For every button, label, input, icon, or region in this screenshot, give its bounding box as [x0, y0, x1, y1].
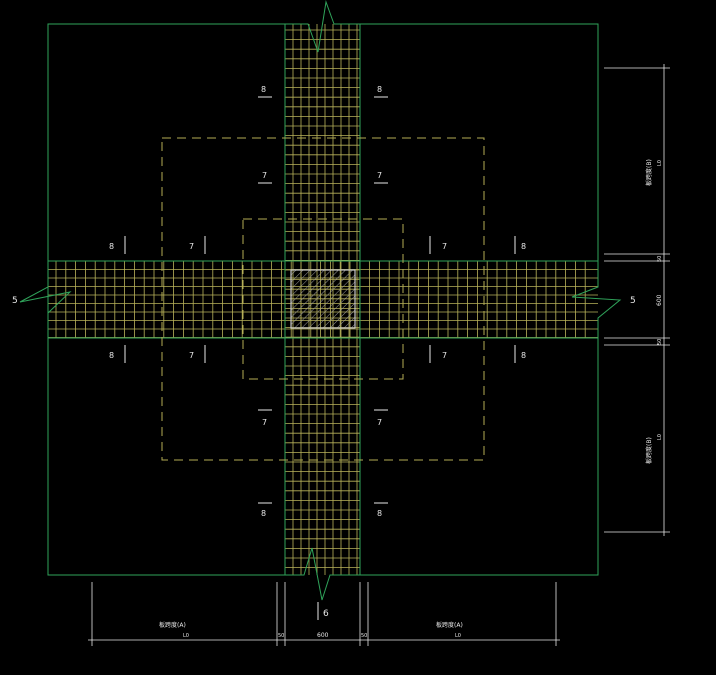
bottom-dimension-text: 板跨度(A) L0 50 600 50 板跨度(A) L0 — [159, 621, 463, 639]
section-label-8-tr: 8 — [377, 85, 382, 94]
right-dim-gap-bottom: 50 — [657, 339, 663, 345]
bottom-dim-left-value: L0 — [183, 633, 189, 639]
bottom-dim-center: 600 — [317, 632, 329, 639]
section-label-8-br: 8 — [377, 509, 382, 518]
bottom-dim-right-value: L0 — [455, 633, 461, 639]
right-dimension-text: 板跨度(B) L0 50 600 50 板跨度(B) L0 — [645, 159, 663, 464]
right-dim-bottom-note: 板跨度(B) — [645, 437, 653, 464]
section-label-7-tr: 7 — [377, 171, 382, 180]
right-dimension-chain — [604, 64, 670, 536]
right-dim-bottom-value: L0 — [657, 434, 663, 440]
inner-dashed-zone — [242, 218, 404, 380]
outer-dashed-zone — [161, 137, 485, 461]
section-label-8-bl: 8 — [261, 509, 266, 518]
section-label-8-lt: 8 — [109, 242, 114, 251]
section-label-7-rt: 7 — [442, 242, 447, 251]
right-dim-top-note: 板跨度(B) — [645, 159, 653, 186]
section-label-6-bottom: 6 — [323, 609, 329, 619]
section-label-7-tl: 7 — [262, 171, 267, 180]
right-dim-gap-top: 50 — [657, 256, 663, 262]
bottom-dimension-chain — [88, 582, 560, 646]
section-label-8-tl: 8 — [261, 85, 266, 94]
bottom-dim-gap-right: 50 — [361, 633, 367, 639]
section-label-7-br: 7 — [377, 418, 382, 427]
section-label-7-rb: 7 — [442, 351, 447, 360]
section-label-8-lb: 8 — [109, 351, 114, 360]
section-label-8-rb: 8 — [521, 351, 526, 360]
section-label-8-rt: 8 — [521, 242, 526, 251]
section-label-5-right: 5 — [630, 296, 636, 306]
bottom-dim-gap-left: 50 — [278, 633, 284, 639]
right-dim-center: 600 — [656, 294, 663, 306]
section-labels: 5 5 6 8 8 7 7 8 7 7 8 8 7 7 8 7 7 8 8 — [12, 85, 636, 619]
bottom-dim-left-note: 板跨度(A) — [159, 621, 186, 629]
section-marks — [124, 96, 516, 620]
section-label-7-lt: 7 — [189, 242, 194, 251]
section-label-7-bl: 7 — [262, 418, 267, 427]
slab-outline — [19, 0, 622, 601]
right-dim-top-value: L0 — [657, 160, 663, 166]
column-section — [290, 269, 356, 329]
section-label-7-lb: 7 — [189, 351, 194, 360]
bottom-dim-right-note: 板跨度(A) — [436, 621, 463, 629]
section-label-5-left: 5 — [12, 296, 18, 306]
